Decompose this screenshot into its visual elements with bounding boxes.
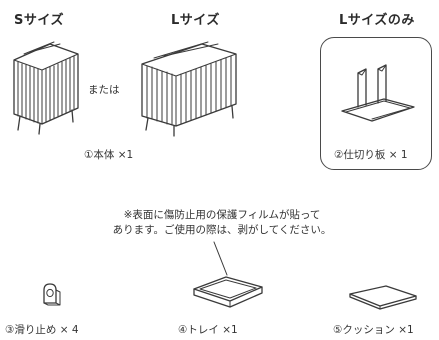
- l-size-rack-illustration: [141, 41, 237, 137]
- l-size-only-label: Lサイズのみ: [339, 13, 415, 28]
- note-line-2: あります。ご使用の際は、剥がしてください。: [112, 224, 332, 236]
- note-line-1: ※表面に傷防止用の保護フィルムが貼って: [123, 209, 321, 221]
- l-size-label: Lサイズ: [171, 13, 220, 28]
- cushion-caption: ⑤クッション ×1: [333, 324, 414, 336]
- tray-caption: ④トレイ ×1: [178, 324, 238, 336]
- stopper-caption: ③滑り止め × 4: [5, 324, 79, 336]
- cushion-illustration: [349, 285, 417, 310]
- stopper-illustration: [43, 283, 61, 306]
- tray-illustration: [193, 276, 263, 308]
- or-label: または: [88, 84, 120, 96]
- s-size-rack-illustration: [13, 41, 79, 135]
- note-leader-line: [213, 241, 228, 276]
- divider-caption: ②仕切り板 × 1: [334, 149, 408, 161]
- divider-illustration: [341, 64, 415, 122]
- s-size-label: Sサイズ: [14, 13, 64, 28]
- body-caption: ①本体 ×1: [84, 149, 134, 161]
- divider-panel: [320, 37, 432, 170]
